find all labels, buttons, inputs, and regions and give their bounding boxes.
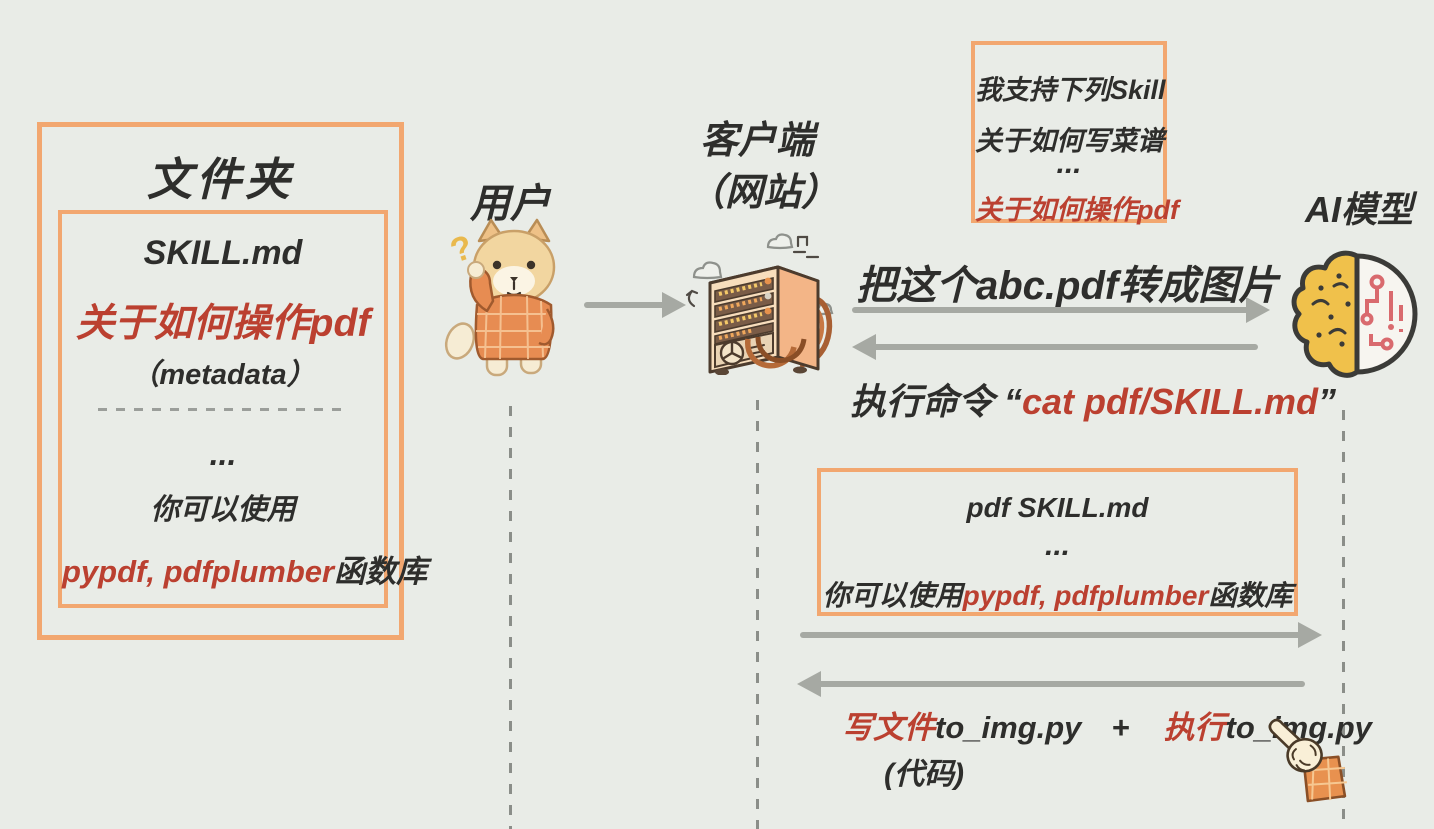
skill-content-box: pdf SKILL.md ... 你可以使用pypdf, pdfplumber函… bbox=[817, 468, 1298, 616]
pointing-hand-icon bbox=[1268, 718, 1347, 803]
exec-action: 执行 bbox=[1163, 710, 1226, 745]
shiba-dog-icon: ? ? bbox=[444, 218, 556, 377]
server-tower-icon bbox=[685, 233, 834, 375]
arrowhead-icon bbox=[1246, 297, 1270, 323]
ai-to-client-arrow-1 bbox=[852, 334, 1258, 360]
metadata-divider bbox=[98, 408, 348, 411]
skill-libraries-line: pypdf, pdfplumber函数库 bbox=[62, 546, 427, 591]
write-action: 写文件 bbox=[842, 710, 935, 745]
client-label-line1: 客户端 bbox=[699, 120, 814, 162]
folder-title: 文件夹 bbox=[146, 154, 294, 205]
skill-file-name: SKILL.md bbox=[143, 234, 303, 272]
client-label: 客户端 （网站） bbox=[687, 115, 840, 220]
ai-to-client-arrow-2 bbox=[797, 671, 1305, 697]
request-message: 把这个abc.pdf转成图片 bbox=[856, 264, 1279, 308]
skill-content-ellipsis: ... bbox=[1044, 529, 1070, 562]
user-to-client-arrow bbox=[584, 292, 686, 318]
client-to-ai-arrow-2 bbox=[800, 622, 1322, 648]
usage-prefix: 你可以使用 bbox=[822, 580, 963, 611]
code-note: (代码) bbox=[884, 758, 964, 791]
write-target: to_img.py bbox=[935, 710, 1082, 745]
arrowhead-icon bbox=[1298, 622, 1322, 648]
skill-list-pdf: 关于如何操作pdf bbox=[975, 195, 1179, 225]
command-prefix: 执行命令 “ bbox=[850, 381, 1023, 422]
client-lifeline bbox=[756, 400, 759, 829]
skill-md-box: SKILL.md 关于如何操作pdf （metadata） ... 你可以使用 … bbox=[58, 210, 427, 608]
skill-list-ellipsis: ... bbox=[1056, 147, 1082, 180]
brain-circuit-icon bbox=[1291, 250, 1418, 378]
skill-content-usage: 你可以使用pypdf, pdfplumber函数库 bbox=[821, 574, 1294, 614]
plus-sign: + bbox=[1111, 710, 1130, 745]
usage-libraries: pypdf, pdfplumber bbox=[962, 580, 1209, 611]
ai-label: AI模型 bbox=[1304, 189, 1413, 230]
skill-libraries: pypdf, pdfplumber bbox=[62, 554, 335, 589]
skill-usage-text: 你可以使用 bbox=[150, 494, 296, 526]
command-message: 执行命令 “cat pdf/SKILL.md” bbox=[850, 373, 1336, 425]
ai-lifeline bbox=[1342, 410, 1345, 829]
client-to-ai-arrow-1 bbox=[852, 297, 1270, 323]
command-text: cat pdf/SKILL.md bbox=[1022, 381, 1319, 422]
skill-content-header: pdf SKILL.md bbox=[966, 492, 1149, 523]
skill-libraries-suffix: 函数库 bbox=[334, 554, 428, 589]
skill-file-topic: 关于如何操作pdf bbox=[75, 302, 371, 345]
response-message: 写文件to_img.py+执行to_img.py bbox=[842, 702, 1372, 747]
skill-list-header: 我支持下列Skill bbox=[975, 75, 1166, 105]
skill-metadata-note: （metadata） bbox=[130, 359, 316, 391]
arrowhead-icon bbox=[662, 292, 686, 318]
user-label: 用户 bbox=[470, 182, 550, 226]
user-lifeline bbox=[509, 406, 512, 829]
usage-suffix: 函数库 bbox=[1208, 580, 1293, 611]
skill-body-ellipsis: ... bbox=[209, 436, 237, 472]
arrowhead-icon bbox=[852, 334, 876, 360]
skill-list-recipe: 关于如何写菜谱 bbox=[975, 126, 1164, 156]
skill-list-box: 我支持下列Skill 关于如何写菜谱 ... 关于如何操作pdf bbox=[971, 41, 1179, 225]
command-suffix: ” bbox=[1318, 381, 1337, 422]
client-label-line2: （网站） bbox=[687, 172, 840, 215]
folder-box: 文件夹 SKILL.md 关于如何操作pdf （metadata） ... 你可… bbox=[37, 122, 427, 640]
arrowhead-icon bbox=[797, 671, 821, 697]
